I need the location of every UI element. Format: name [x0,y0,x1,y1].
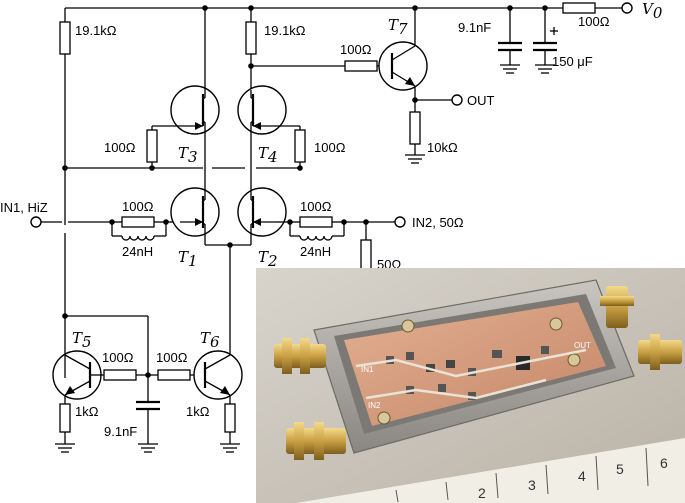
label-c-electrolytic: 150 μF [552,54,593,69]
pcb-board [344,302,606,426]
transistor-t4 [237,85,306,190]
label-r-top-mid: 19.1kΩ [264,23,306,38]
label-in2: IN2, 50Ω [412,215,464,230]
label-l-in2: 24nH [300,244,331,259]
label-t1: T1 [178,248,198,270]
sma-connector-out [638,334,682,370]
ruler-number-2: 2 [478,485,486,501]
decoupling-caps [498,8,558,74]
sma-connector-in1 [274,338,326,374]
label-r-in2: 100Ω [300,199,332,214]
sma-connector-top [600,286,634,328]
label-r-t6-emit: 1kΩ [186,404,210,419]
transistor-t2 [205,187,287,340]
transistor-t6 [157,340,243,453]
ruler: 2 3 4 5 6 [296,438,685,503]
transistor-t1 [170,187,220,245]
resistor-t7-base [344,60,378,72]
resistor-in2 [299,216,333,228]
label-r-supply: 100Ω [578,14,610,29]
supply-terminal[interactable] [621,2,633,14]
label-t7: T7 [388,16,408,38]
cap-bottom [136,372,160,453]
resistor-t3-gate [146,129,158,163]
inductor-in1 [121,235,155,241]
label-supply: V0 [642,0,663,22]
label-r-t7-base: 100Ω [340,42,372,57]
supply-rail [65,2,633,14]
in1-network [30,216,180,241]
label-r-t5-base: 100Ω [102,350,134,365]
amplifier-photo: 2 3 4 5 6 IN1 IN2 OUT [256,268,685,503]
in1-terminal[interactable] [30,216,42,228]
resistor-t6-base [157,369,191,381]
label-out: OUT [467,93,495,108]
label-r-t4-gate: 100Ω [314,140,346,155]
ruler-number-6: 6 [660,455,668,471]
resistor-top-mid [245,21,257,55]
label-l-in1: 24nH [122,244,153,259]
resistor-emitter-t7 [409,111,421,145]
label-r-in1: 100Ω [122,199,154,214]
inductor-in2 [299,235,333,241]
ruler-number-5: 5 [616,461,624,477]
label-t4: T4 [258,144,278,166]
sma-connector-in2 [286,422,346,460]
resistor-supply [562,2,596,14]
board-label-in1: IN1 [361,365,374,374]
resistor-t4-gate [294,129,306,163]
label-t6: T6 [200,329,220,351]
label-t5: T5 [72,329,92,351]
ruler-number-3: 3 [528,477,536,493]
label-c-bottom: 9.1nF [104,424,137,439]
pcb-components [355,317,587,425]
label-in1: IN1, HiZ [0,200,48,215]
label-r-top-left: 19.1kΩ [75,23,117,38]
label-r-t5-emit: 1kΩ [75,404,99,419]
resistor-top-left [59,21,71,55]
label-t2: T2 [258,248,278,270]
ruler-number-4: 4 [578,468,586,484]
resistor-in1 [121,216,155,228]
label-c-top: 9.1nF [458,20,491,35]
in2-terminal[interactable] [394,216,406,228]
resistor-t5-emit [59,403,71,433]
label-r-t3-gate: 100Ω [104,140,136,155]
transistor-t7 [378,8,463,164]
resistor-t5-base [103,369,137,381]
transistor-t3 [146,8,220,190]
out-terminal[interactable] [451,94,463,106]
resistor-t6-emit [224,403,236,433]
label-r-t6-base: 100Ω [156,350,188,365]
board-label-in2: IN2 [368,401,381,410]
board-label-out: OUT [574,341,591,350]
label-r-emitter-t7: 10kΩ [427,140,458,155]
label-t3: T3 [178,144,198,166]
